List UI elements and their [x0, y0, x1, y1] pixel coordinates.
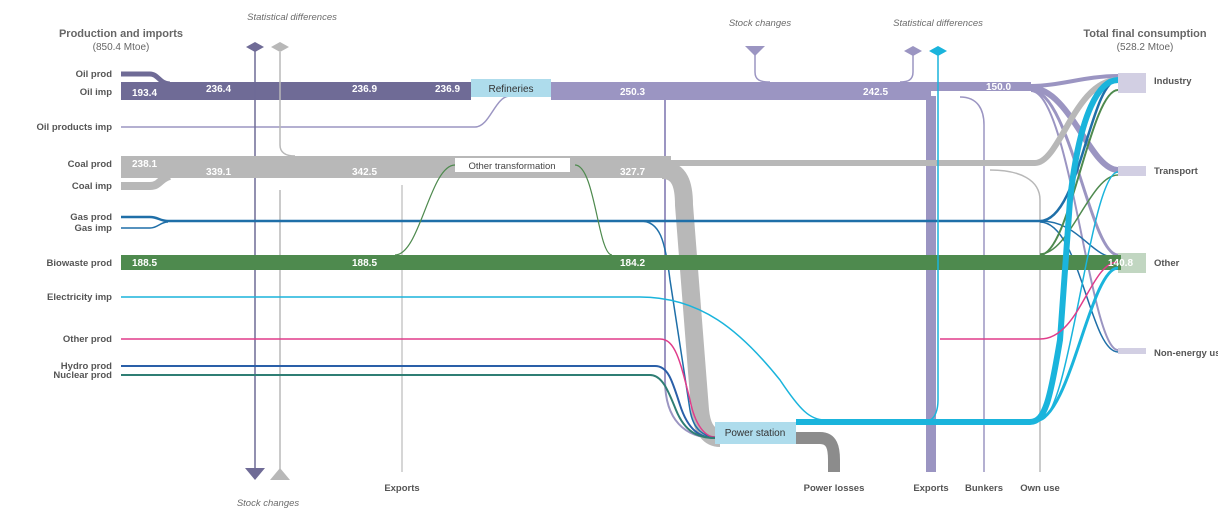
- power-losses-flow: [796, 432, 840, 472]
- other-prod-flow: [121, 338, 716, 438]
- oil-to-other: [1030, 88, 1119, 257]
- right-header-total: (528.2 Mtoe): [1117, 42, 1174, 53]
- left-header-total: (850.4 Mtoe): [93, 42, 150, 53]
- sector-industry: Industry: [1154, 76, 1192, 87]
- source-coal-prod: Coal prod: [68, 159, 113, 170]
- left-header-title: Production and imports: [59, 28, 183, 40]
- value-bio-184-2: 184.2: [620, 258, 645, 269]
- source-oil-prod: Oil prod: [76, 69, 113, 80]
- value-oil-236-9a: 236.9: [352, 84, 377, 95]
- source-hydro-prod: Hydro prod: [61, 361, 112, 372]
- industry-endbar: [1118, 73, 1146, 93]
- oil-products-imp-flow: [121, 95, 511, 128]
- value-oil-236-9b: 236.9: [435, 84, 460, 95]
- biowaste-to-industry: [1039, 89, 1119, 256]
- source-nuclear-prod: Nuclear prod: [53, 370, 112, 381]
- value-oil-193-4: 193.4: [132, 88, 157, 99]
- gas-to-nonenergy: [1039, 221, 1119, 353]
- oil-to-sectors-flow: [931, 82, 1031, 91]
- source-gas-imp: Gas imp: [75, 223, 113, 234]
- nonenergy-endbar: [1118, 348, 1146, 354]
- elec-statdiff-diamond-icon: [929, 46, 947, 56]
- gas-to-power: [639, 220, 716, 438]
- biowaste-to-transport: [1039, 174, 1119, 255]
- nuclear-prod-flow: [121, 374, 716, 439]
- source-biowaste-prod: Biowaste prod: [47, 258, 113, 269]
- oil-to-industry: [1030, 74, 1119, 88]
- other-transformation-label: Other transformation: [468, 161, 555, 172]
- gas-prod-flow: [121, 215, 169, 223]
- annotation-own-use: Own use: [1020, 483, 1060, 494]
- oil-exports-bar: [926, 96, 936, 472]
- oil-stock-triangle-top-icon: [745, 46, 765, 56]
- sector-non-energy: Non-energy use: [1154, 348, 1218, 359]
- source-other-prod: Other prod: [63, 334, 112, 345]
- source-coal-imp: Coal imp: [72, 181, 112, 192]
- oil-to-transport: [1030, 85, 1119, 173]
- refineries-node[interactable]: [471, 79, 551, 97]
- power-station-node[interactable]: [715, 422, 796, 444]
- source-oil-imp: Oil imp: [80, 87, 112, 98]
- oil-stock-top-link: [754, 55, 771, 83]
- coal-own-use: [989, 169, 1041, 472]
- value-bio-188-5b: 188.5: [352, 258, 377, 269]
- value-coal-339-1: 339.1: [206, 167, 231, 178]
- biowaste-main-flow: [121, 255, 1121, 270]
- annotation-power-losses: Power losses: [804, 483, 865, 494]
- transport-endbar: [1118, 166, 1146, 176]
- value-oil-250-3: 250.3: [620, 87, 645, 98]
- oil-refined-flow: [551, 82, 931, 100]
- refineries-label: Refineries: [488, 84, 533, 95]
- source-electricity-imp: Electricity imp: [47, 292, 112, 303]
- oil-to-nonenergy: [1030, 90, 1119, 351]
- annotation-bunkers: Bunkers: [965, 483, 1003, 494]
- power-station-label: Power station: [725, 428, 786, 439]
- other-transformation-to-bio: [574, 164, 613, 256]
- value-bio-188-5a: 188.5: [132, 258, 157, 269]
- electricity-imp-flow: [121, 296, 826, 421]
- oil-flows: [121, 50, 1119, 472]
- value-coal-342-5: 342.5: [352, 167, 377, 178]
- annotation-stock-changes-bottom: Stock changes: [237, 498, 300, 509]
- annotation-exports-right: Exports: [913, 483, 948, 494]
- power-output-flow: [796, 77, 1119, 425]
- hydro-prod-flow: [121, 365, 716, 439]
- oil-bunkers-line: [959, 96, 985, 472]
- value-bio-140-8: 140.8: [1108, 258, 1133, 269]
- value-coal-327-7: 327.7: [620, 167, 645, 178]
- oil-main-flow: [121, 82, 471, 100]
- oil-statdiff-right-diamond-icon: [904, 46, 922, 56]
- annotation-stat-diff-top: Statistical differences: [247, 12, 337, 23]
- biowaste-flows: [121, 89, 1121, 270]
- other-prod-consumption: [940, 261, 1119, 340]
- value-coal-238-1: 238.1: [132, 159, 157, 170]
- coal-statdiff-link: [279, 52, 296, 157]
- elec-to-other: [1034, 266, 1119, 423]
- annotation-exports-mid: Exports: [384, 483, 419, 494]
- other-endbar: [1118, 253, 1146, 273]
- biowaste-to-other-transformation: [394, 164, 456, 256]
- right-header-title: Total final consumption: [1083, 28, 1207, 40]
- oil-statdiff-diamond-icon: [246, 42, 264, 52]
- sector-transport: Transport: [1154, 166, 1199, 177]
- oil-statdiff-right-link: [899, 55, 914, 83]
- elec-statdiff-line: [929, 55, 939, 421]
- value-oil-150-0: 150.0: [986, 82, 1011, 93]
- coal-to-power: [661, 161, 721, 447]
- coal-main-flow: [121, 156, 671, 178]
- value-oil-242-5: 242.5: [863, 87, 888, 98]
- source-gas-prod: Gas prod: [70, 212, 112, 223]
- electricity-flows: [121, 55, 1119, 439]
- value-oil-236-4: 236.4: [206, 84, 231, 95]
- coal-statdiff-diamond-icon: [271, 42, 289, 52]
- coal-stock-triangle-up-icon: [270, 468, 290, 480]
- annotation-stat-diff-top-right: Statistical differences: [893, 18, 983, 29]
- other-transformation-node[interactable]: [455, 158, 570, 172]
- annotation-stock-changes-top: Stock changes: [729, 18, 792, 29]
- gas-imp-flow: [121, 221, 169, 229]
- source-oil-products-imp: Oil products imp: [37, 122, 113, 133]
- oil-stock-triangle-down-icon: [245, 468, 265, 480]
- sector-other: Other: [1154, 258, 1180, 269]
